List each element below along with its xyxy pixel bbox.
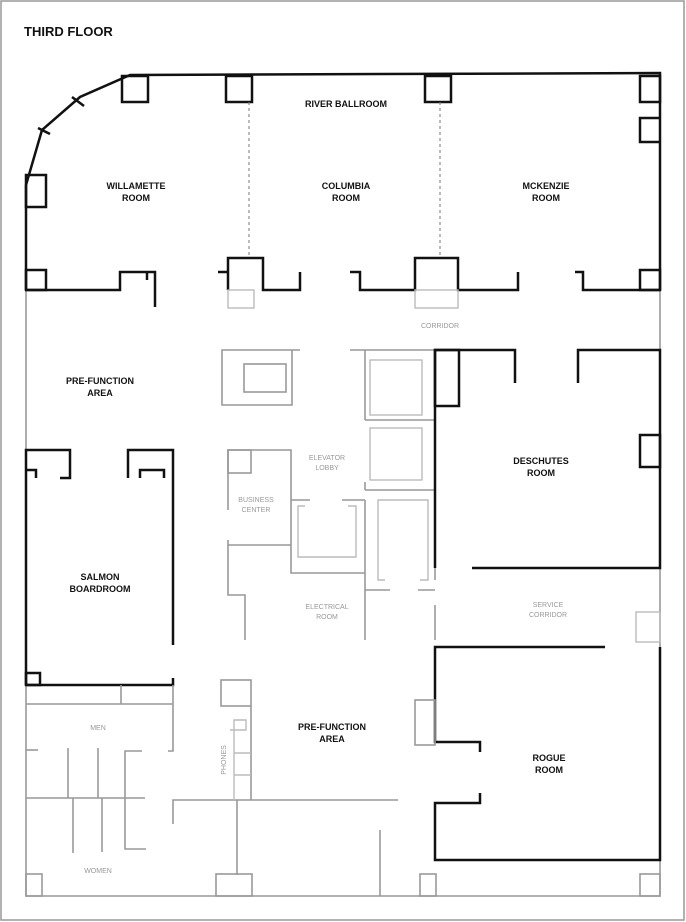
columbia-label-2: ROOM [332,193,360,203]
willamette-label-2: ROOM [122,193,150,203]
salmon-label-1: SALMON [81,572,120,582]
river-ballroom-walls [24,71,662,309]
willamette-label-1: WILLAMETTE [107,181,166,191]
rogue-room-walls [414,645,662,862]
prefunction-top-label-2: AREA [87,388,113,398]
deschutes-label-1: DESCHUTES [513,456,569,466]
phones-label: PHONES [221,745,228,775]
service-corridor-label-1: SERVICE [533,602,564,609]
deschutes-label-2: ROOM [527,468,555,478]
business-center-label-2: CENTER [242,507,271,514]
river-ballroom-label: RIVER BALLROOM [305,99,387,109]
core-walls [221,349,435,640]
prefunction-bottom-label-2: AREA [319,734,345,744]
salmon-label-2: BOARDROOM [70,584,131,594]
mckenzie-label-2: ROOM [532,193,560,203]
salmon-boardroom-walls [24,448,175,687]
elevator-lobby-label-2: LOBBY [315,465,339,472]
service-corridor-label-2: CORRIDOR [529,612,567,619]
deschutes-room-walls [433,348,662,643]
rogue-label-1: ROGUE [532,753,565,763]
floor-title: THIRD FLOOR [24,24,113,39]
mckenzie-label-1: MCKENZIE [523,181,570,191]
electrical-label-1: ELECTRICAL [305,604,348,611]
prefunction-bottom-label-1: PRE-FUNCTION [298,722,366,732]
women-label: WOMEN [84,868,112,875]
rogue-label-2: ROOM [535,765,563,775]
elevator-lobby-label-1: ELEVATOR [309,455,345,462]
electrical-label-2: ROOM [316,614,338,621]
prefunction-top-label-1: PRE-FUNCTION [66,376,134,386]
corridor-label: CORRIDOR [421,323,459,330]
business-center-label-1: BUSINESS [238,497,274,504]
men-label: MEN [90,725,106,732]
restroom-walls [25,679,661,897]
columbia-label-1: COLUMBIA [322,181,371,191]
